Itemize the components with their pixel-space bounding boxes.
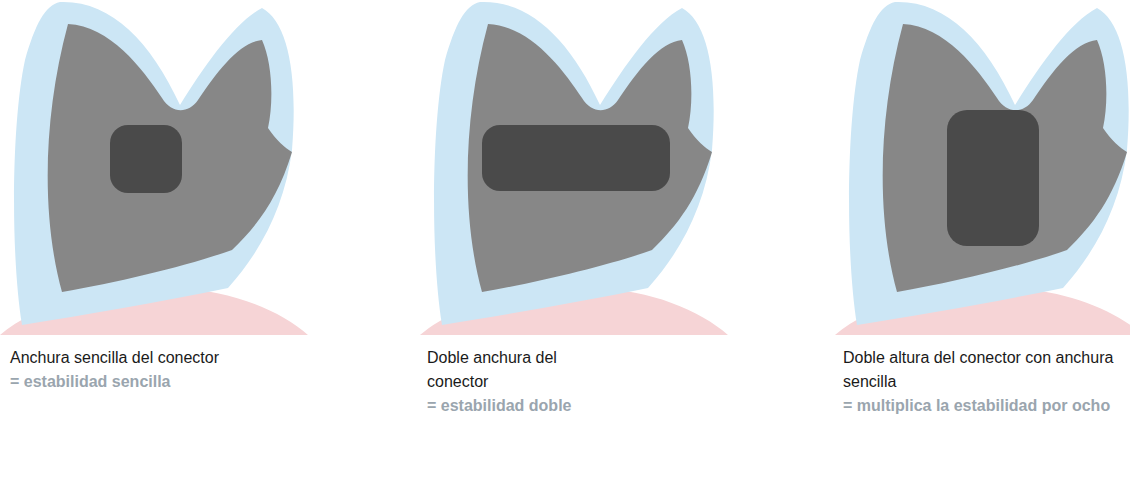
- tooth-double-height: [835, 2, 1130, 335]
- caption: Doble anchura del conector: [427, 346, 592, 394]
- tooth: [420, 2, 728, 335]
- tooth: [0, 2, 308, 335]
- caption-result: = multiplica la estabilidad por ocho: [843, 394, 1123, 418]
- tooth: [835, 2, 1130, 335]
- caption: Doble altura del conector con anchura se…: [843, 346, 1123, 394]
- tooth-single-width: [0, 2, 308, 335]
- caption-block: Doble altura del conector con anchura se…: [843, 346, 1123, 418]
- caption-block: Anchura sencilla del conector= estabilid…: [10, 346, 310, 394]
- caption: Anchura sencilla del conector: [10, 346, 310, 370]
- caption-result: = estabilidad sencilla: [10, 370, 310, 394]
- caption-block: Doble anchura del conector= estabilidad …: [427, 346, 592, 418]
- caption-result: = estabilidad doble: [427, 394, 592, 418]
- connector: [947, 110, 1039, 246]
- tooth-double-width: [420, 2, 728, 335]
- connector: [110, 125, 182, 193]
- connector: [482, 125, 670, 191]
